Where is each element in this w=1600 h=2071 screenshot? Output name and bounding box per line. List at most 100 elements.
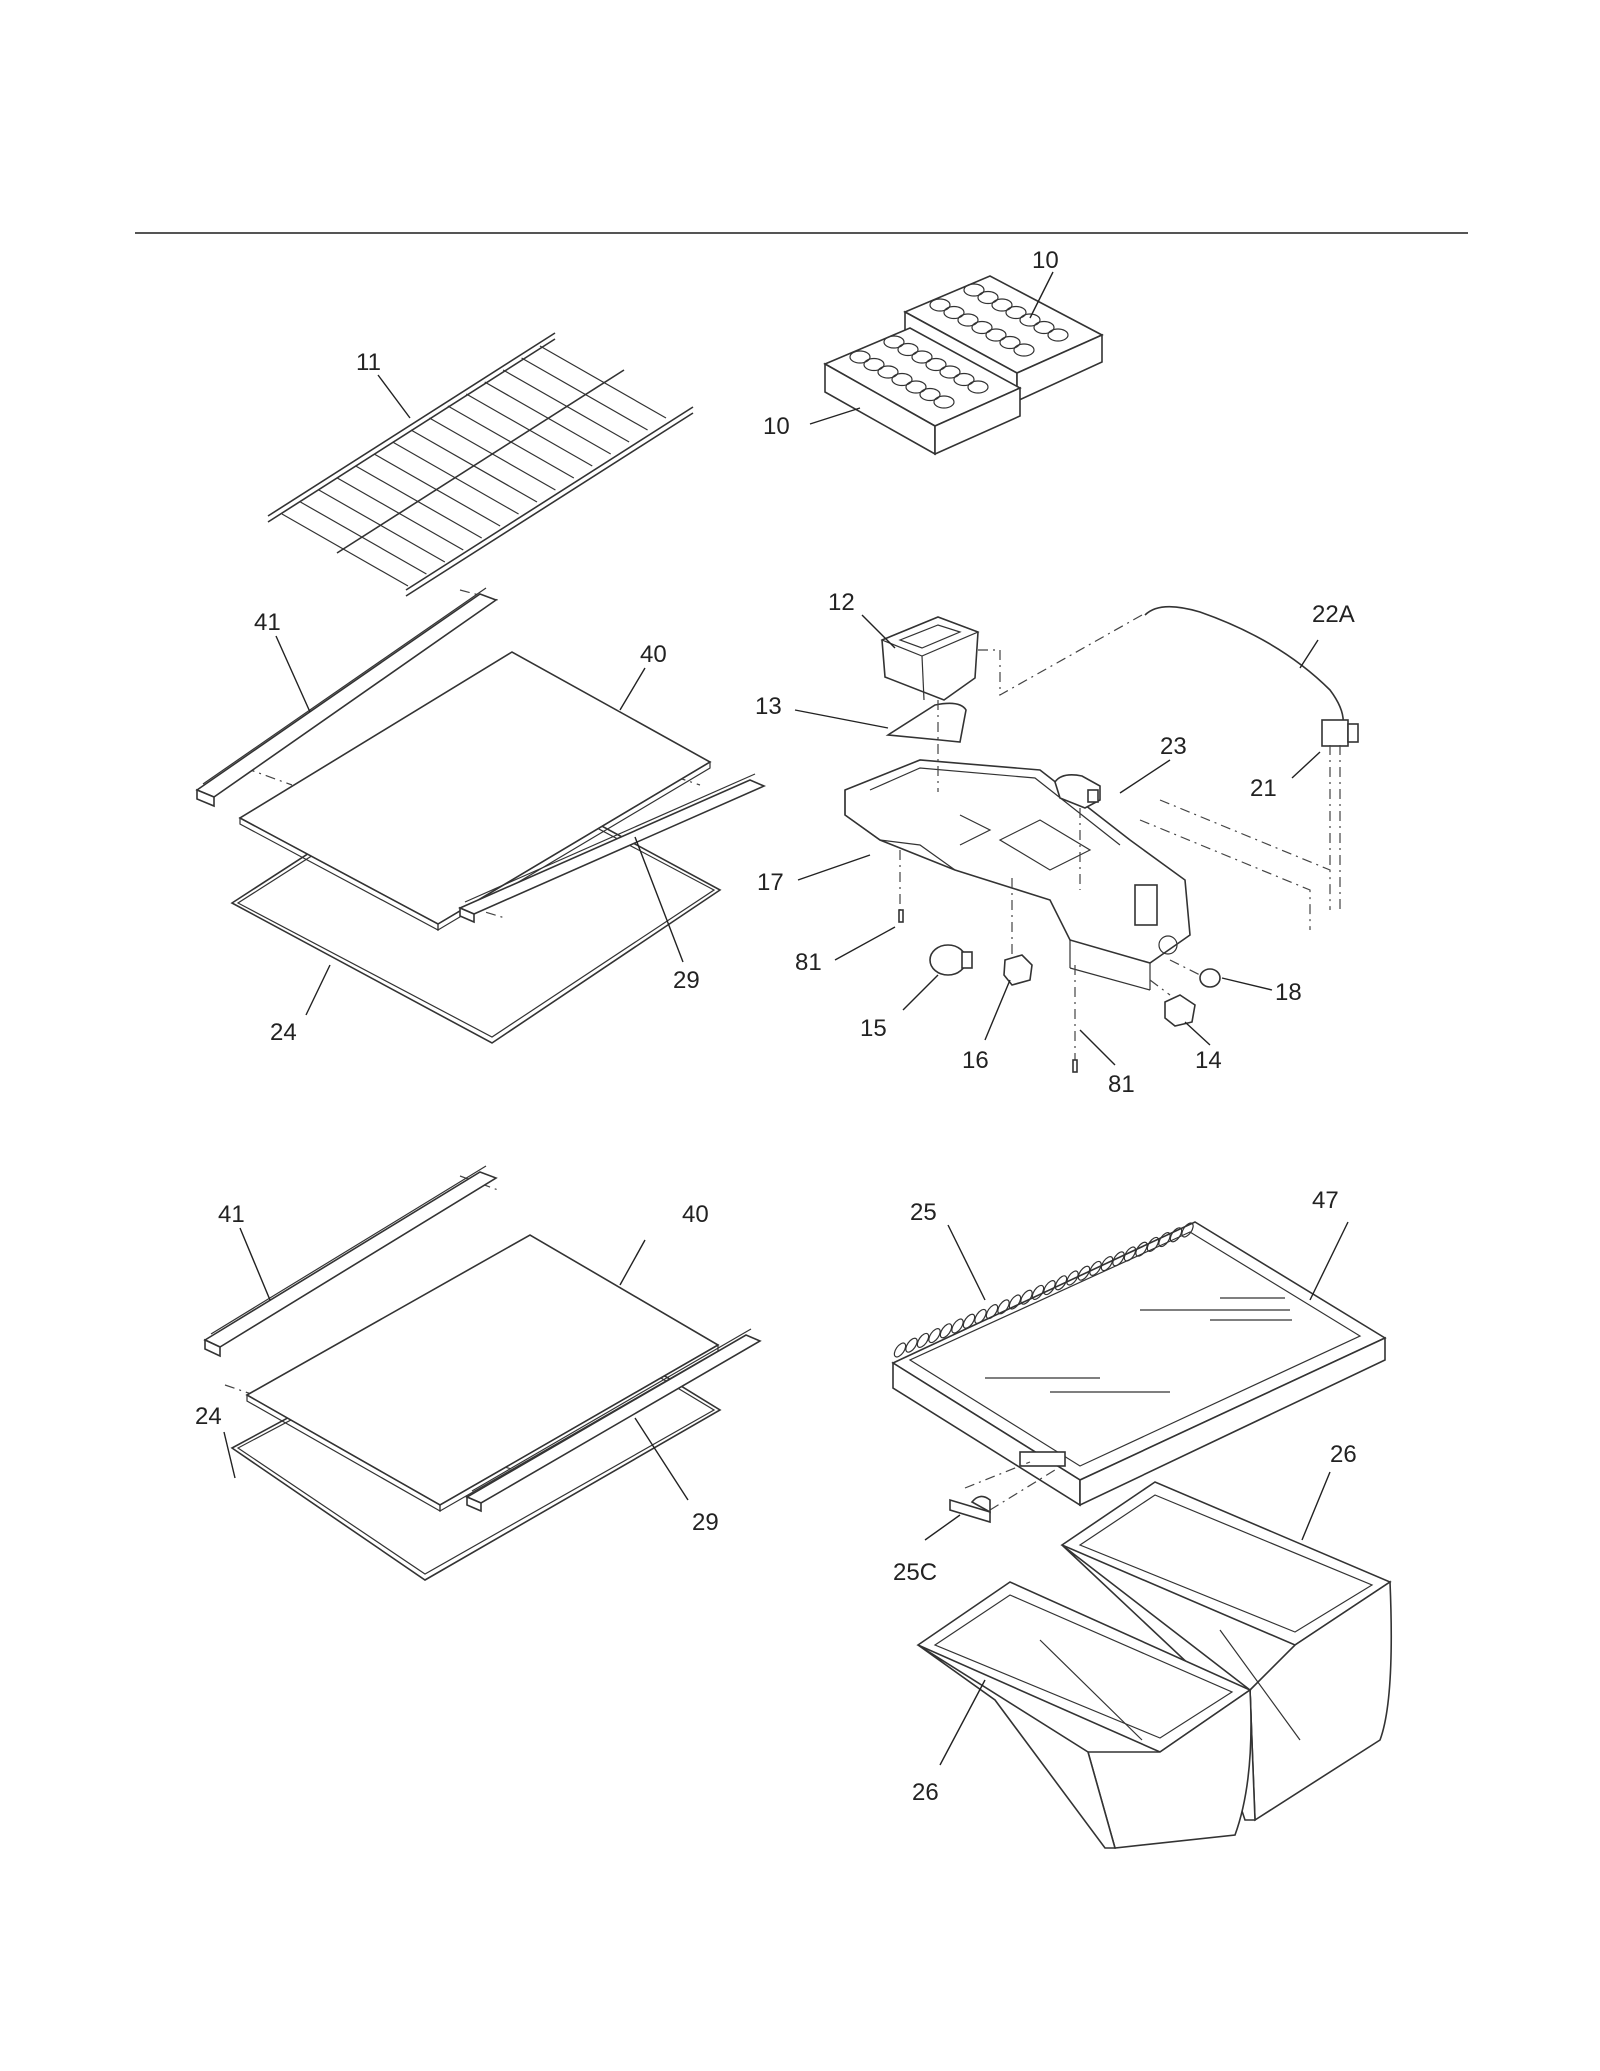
callout-13: 13 xyxy=(755,693,782,720)
shelf-wire xyxy=(281,513,409,587)
ice-cell xyxy=(943,305,965,320)
vent-slot xyxy=(893,1342,907,1358)
vent-slot xyxy=(1066,1270,1079,1286)
vent-slot xyxy=(1158,1232,1171,1248)
callout-16: 16 xyxy=(962,1047,989,1074)
callout-10-front: 10 xyxy=(763,413,790,440)
callout-81-right: 81 xyxy=(1108,1071,1135,1098)
ice-cell xyxy=(919,387,941,402)
assembly-guide-lines xyxy=(899,614,1341,1060)
knob-part-18 xyxy=(1199,968,1221,988)
shelf-wire xyxy=(336,477,464,551)
ice-cell xyxy=(905,380,927,394)
ice-tray-part-10-front xyxy=(823,327,1022,456)
ice-cell xyxy=(911,350,933,364)
glass-insert-part-47 xyxy=(985,1297,1292,1393)
shelf-wire xyxy=(484,381,612,455)
callout-23: 23 xyxy=(1160,733,1187,760)
shelf-wire xyxy=(502,369,630,443)
ice-cell xyxy=(897,342,919,357)
switch-part-23 xyxy=(1054,774,1101,809)
crisper-cover-part-25 xyxy=(891,1221,1387,1507)
callout-47: 47 xyxy=(1312,1187,1339,1214)
callout-24-upper: 24 xyxy=(270,1019,297,1046)
ice-cell xyxy=(971,320,993,335)
ice-cell xyxy=(877,365,899,379)
vent-slot xyxy=(1181,1222,1194,1238)
rocker-switch-part-14 xyxy=(1164,994,1196,1027)
callout-29-lower: 29 xyxy=(692,1509,719,1536)
callout-22A: 22A xyxy=(1312,601,1355,628)
cover-clip-part-25C xyxy=(949,1461,1056,1524)
ice-cell xyxy=(925,357,947,372)
ice-cell xyxy=(957,313,979,327)
ice-cell xyxy=(991,298,1013,312)
callout-14: 14 xyxy=(1195,1047,1222,1074)
callout-29-upper: 29 xyxy=(673,967,700,994)
leader-lines xyxy=(223,271,1349,1766)
ice-cell xyxy=(891,372,913,387)
vent-slot xyxy=(916,1332,930,1348)
ice-bin-part-12 xyxy=(880,616,980,701)
crisper-drawer-part-26-front xyxy=(916,1581,1252,1849)
shelf-wire xyxy=(429,417,556,491)
callout-15: 15 xyxy=(860,1015,887,1042)
callout-labels: 10 10 11 41 40 29 24 12 22A 13 23 21 17 … xyxy=(195,247,1357,1806)
callout-26-front: 26 xyxy=(912,1779,939,1806)
ice-cell xyxy=(883,335,905,349)
ice-cell xyxy=(999,335,1021,350)
shelf-wire xyxy=(300,501,427,575)
vent-slot xyxy=(1008,1294,1022,1310)
shelf-wire xyxy=(355,465,483,539)
vent-slot xyxy=(997,1299,1010,1315)
ice-cell xyxy=(977,290,999,305)
vent-slot xyxy=(974,1308,987,1324)
callout-21: 21 xyxy=(1250,775,1277,802)
ice-cell xyxy=(963,283,985,297)
callout-40-lower: 40 xyxy=(682,1201,709,1228)
vent-slot xyxy=(1020,1289,1033,1305)
callout-24-lower: 24 xyxy=(195,1403,222,1430)
callout-25: 25 xyxy=(910,1199,937,1226)
vent-slot xyxy=(928,1328,941,1344)
wire-shelf-part-11 xyxy=(267,332,694,597)
ice-cell xyxy=(985,328,1007,342)
vent-slot xyxy=(1135,1241,1148,1257)
glass-shelf-assembly-lower xyxy=(203,1165,762,1581)
ice-cell xyxy=(1013,343,1035,357)
shelf-wire xyxy=(410,429,538,503)
shelf-wire xyxy=(373,453,501,527)
shelf-wire xyxy=(521,357,648,431)
screws-part-81 xyxy=(898,909,1078,1073)
glass-shelf-assembly-upper xyxy=(195,587,767,1044)
vent-slot xyxy=(962,1313,976,1329)
callout-12: 12 xyxy=(828,589,855,616)
vent-slot xyxy=(1146,1236,1160,1252)
callout-81-left: 81 xyxy=(795,949,822,976)
ice-cell xyxy=(1005,305,1027,320)
shelf-wire xyxy=(318,489,446,563)
connector-part-21 xyxy=(1321,719,1359,747)
vent-slot xyxy=(951,1318,964,1334)
freezer-housing-part-17 xyxy=(844,759,1191,991)
wire-harness-part-22A xyxy=(1144,605,1345,726)
lamp-socket-part-16 xyxy=(1003,954,1033,986)
ice-cell xyxy=(1047,328,1069,342)
vent-slot xyxy=(1089,1260,1102,1276)
callout-41-lower: 41 xyxy=(218,1201,245,1228)
callout-18: 18 xyxy=(1275,979,1302,1006)
auger-part-13 xyxy=(885,702,967,743)
ice-cell xyxy=(939,365,961,379)
ice-cell xyxy=(933,395,955,409)
ice-cell xyxy=(929,298,951,312)
callout-17: 17 xyxy=(757,869,784,896)
ice-cell xyxy=(849,350,871,364)
callout-10-back: 10 xyxy=(1032,247,1059,274)
vent-slot xyxy=(1077,1265,1091,1281)
shelf-wire xyxy=(539,345,667,419)
vent-slot xyxy=(985,1304,999,1320)
ice-cell xyxy=(953,372,975,387)
vent-slot xyxy=(1112,1251,1125,1267)
shelf-wire xyxy=(465,393,593,467)
